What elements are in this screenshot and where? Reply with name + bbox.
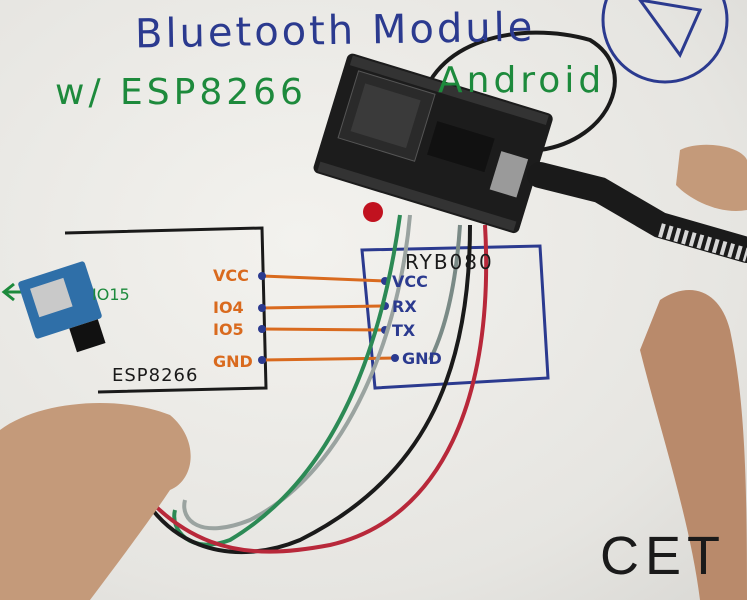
esp-box-label: ESP8266 [112,365,199,386]
drawing-subtitle-left: w/ ESP8266 [55,72,307,113]
esp-pin-io5: IO5 [213,320,244,339]
usb-braid [658,223,747,262]
drawing-title: Bluetooth Module [134,4,536,58]
esp-pin-io4: IO4 [213,298,244,317]
bt-pin-rx: RX [392,297,417,316]
red-led [363,202,383,222]
connection-lines [261,274,396,362]
esp-side-pin-label: IO15 [92,285,130,304]
esp-pin-gnd: GND [213,352,253,371]
jumper-wires [98,214,489,555]
bt-pin-tx: TX [392,321,416,340]
circle-sketch [601,0,729,84]
bt-pin-vcc: VCC [392,272,428,291]
esp-pin-vcc: VCC [213,266,249,285]
drawing-subtitle-right: Android [438,60,606,101]
corner-watermark-text: CET [600,526,726,586]
right-hand [640,290,747,600]
loop-wire [418,30,617,152]
nodemcu-board [313,53,553,234]
bt-pin-gnd: GND [402,349,442,368]
bt-module [18,261,106,353]
bt-box-label: RYB080 [405,250,494,274]
left-hand [0,403,191,600]
right-fingers [676,144,747,211]
